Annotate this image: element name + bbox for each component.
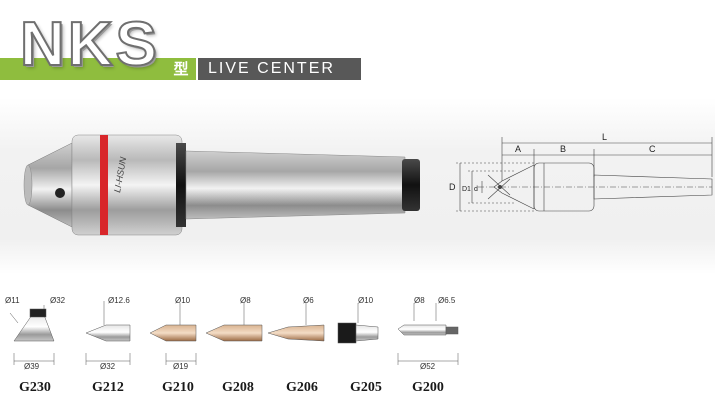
tip-g212-bottom-dim: Ø32 (100, 362, 115, 371)
model-label-g230: G230 (5, 380, 65, 396)
dim-label-d: d (474, 186, 478, 193)
tip-g210-dim-1: Ø10 (175, 296, 190, 305)
model-label-g205: G205 (336, 380, 396, 396)
model-label-g208: G208 (208, 380, 268, 396)
dim-label-D: D (449, 182, 456, 192)
model-label-g212: G212 (78, 380, 138, 396)
tip-g210-bottom-dim: Ø19 (173, 362, 188, 371)
tip-g206-dim-1: Ø6 (303, 296, 314, 305)
tip-g200-dim-2: Ø6.5 (438, 296, 455, 305)
model-label-g206: G206 (272, 380, 332, 396)
dim-label-B: B (560, 144, 566, 154)
model-label-g200: G200 (398, 380, 458, 396)
model-label-g210: G210 (148, 380, 208, 396)
tip-g230-dim-1: Ø11 (5, 296, 20, 305)
tip-g230-bottom-dim: Ø39 (24, 362, 39, 371)
dim-label-L: L (602, 132, 607, 142)
dim-label-C: C (649, 144, 656, 154)
header-banner: NKS 型 LIVE CENTER (0, 0, 715, 90)
type-label: 型 (166, 58, 196, 80)
dim-label-A: A (515, 144, 521, 154)
tip-g200-bottom-dim: Ø52 (420, 362, 435, 371)
tip-g205-dim-1: Ø10 (358, 296, 373, 305)
live-center-photo: LI-HSUN (0, 105, 450, 265)
page-title: LIVE CENTER (198, 58, 361, 80)
tip-g212-dim-1: Ø12.6 (108, 296, 130, 305)
tip-g208-dim-1: Ø8 (240, 296, 251, 305)
tip-g200-dim-1: Ø8 (414, 296, 425, 305)
dimension-drawing: L A B C D D1 d (444, 125, 714, 235)
brand-logo: NKS (20, 14, 160, 76)
dim-label-D1: D1 (462, 186, 471, 193)
tip-g230-dim-2: Ø32 (50, 296, 65, 305)
